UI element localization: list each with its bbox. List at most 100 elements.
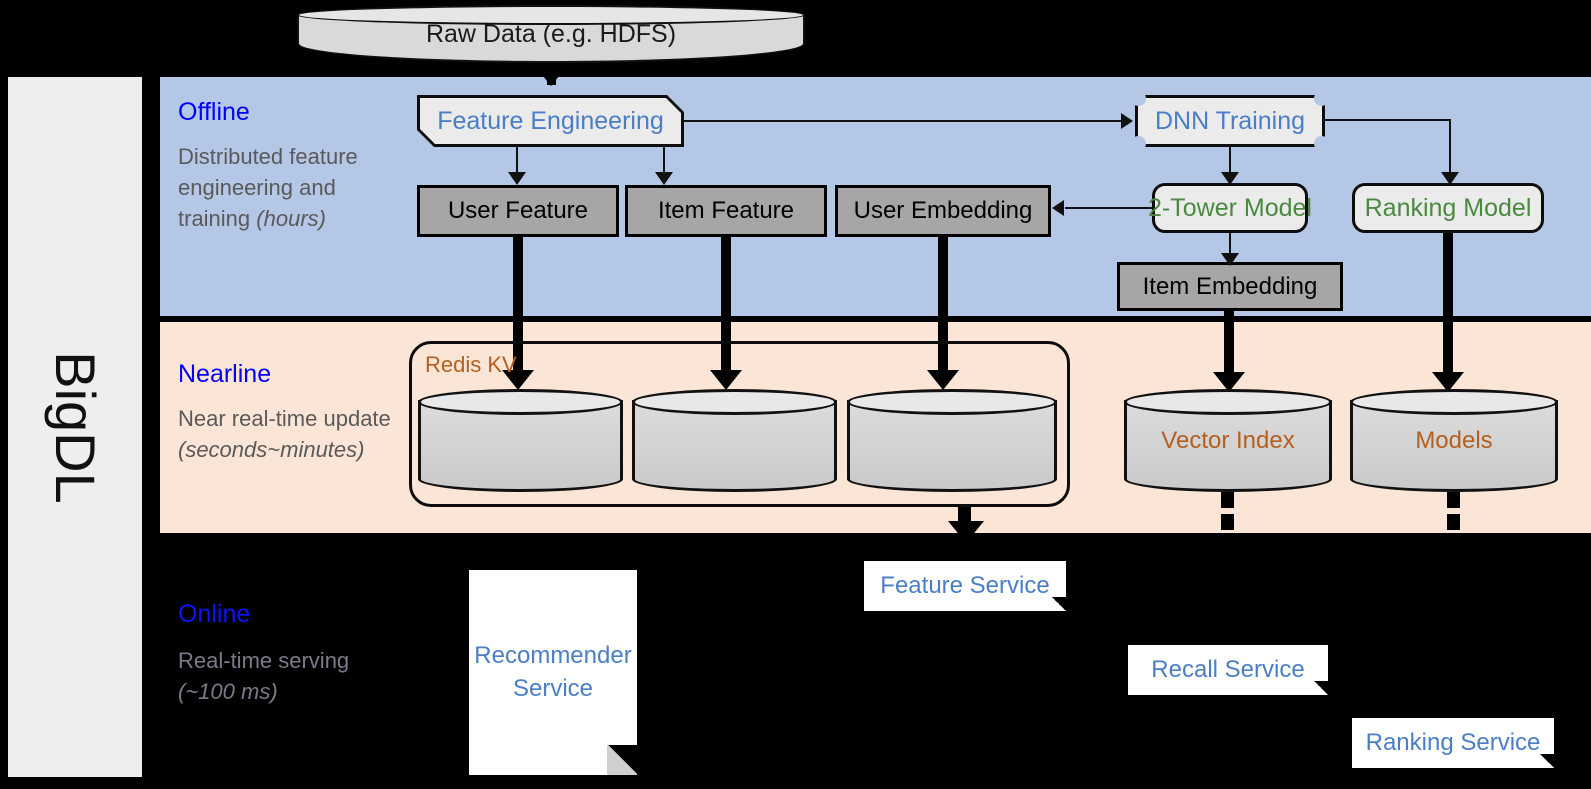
user-feature-box[interactable]: User Feature <box>417 185 619 237</box>
feature-engineering-label: Feature Engineering <box>420 98 681 144</box>
online-title: Online <box>178 600 251 628</box>
page-fold-icon <box>607 745 637 775</box>
pipe-itemfeature-store <box>721 237 731 383</box>
item-feature-box[interactable]: Item Feature <box>625 185 827 237</box>
item-embedding-box[interactable]: Item Embedding <box>1117 262 1343 311</box>
user-embedding-box[interactable]: User Embedding <box>835 185 1051 237</box>
arrowhead-fe-userfeature <box>508 172 526 185</box>
arrowhead-itemfeature-store <box>710 370 742 390</box>
cylinder-body <box>1350 400 1558 492</box>
dash-models-1 <box>1447 492 1460 508</box>
feature-engineering-box[interactable]: Feature Engineering <box>417 95 684 147</box>
card-notch-bl <box>1131 136 1146 151</box>
pipe-userfeature-store <box>513 237 523 383</box>
connector-dnn-ranking-v <box>1449 119 1451 175</box>
feature-service-label: Feature Service <box>880 572 1050 599</box>
page-fold-icon <box>1052 597 1066 611</box>
ranking-model-box[interactable]: Ranking Model <box>1352 183 1544 233</box>
arrowhead-fe-itemfeature <box>655 172 673 185</box>
connector-dnn-twotower <box>1229 147 1231 175</box>
dash-models-2 <box>1447 514 1460 530</box>
cylinder-top <box>418 389 623 415</box>
arrowhead-itemembedding-vectorindex <box>1213 372 1245 392</box>
user-embedding-store-cylinder[interactable] <box>847 389 1057 492</box>
vector-index-label: Vector Index <box>1161 426 1295 454</box>
arrowhead-userfeature-store <box>502 370 534 390</box>
cylinder-body <box>632 400 837 492</box>
offline-description: Distributed feature engineering and trai… <box>178 141 408 235</box>
dnn-training-box[interactable]: DNN Training <box>1131 91 1329 151</box>
user-embedding-store-label <box>847 389 1057 492</box>
item-embedding-label: Item Embedding <box>1142 272 1318 300</box>
cylinder-top <box>1124 389 1332 415</box>
arrowhead-rawdata-fe <box>535 66 567 86</box>
bigdl-rail: BigDL <box>8 77 142 777</box>
nearline-description: Near real-time update (seconds~minutes) <box>178 403 408 465</box>
dash-vectorindex-2 <box>1221 514 1234 530</box>
pipe-rankingmodel-models <box>1443 233 1453 385</box>
cylinder-body <box>847 400 1057 492</box>
cylinder-top <box>1350 389 1558 415</box>
card-notch-tl <box>1131 91 1146 106</box>
card-notch-tr <box>1314 91 1329 106</box>
recommender-service-note[interactable]: Recommender Service <box>469 570 637 775</box>
redis-kv-label: Redis KV <box>425 352 517 377</box>
models-cylinder[interactable]: Models <box>1350 389 1558 492</box>
arrowhead-fe-dnn <box>1121 113 1133 129</box>
offline-desc-italic: (hours) <box>256 206 326 232</box>
cylinder-top <box>847 389 1057 415</box>
arrowhead-dnn-ranking <box>1441 172 1459 185</box>
pipe-itemembedding-vectorindex <box>1224 311 1234 385</box>
connector-fe-itemfeature <box>663 147 665 175</box>
cylinder-top <box>297 5 805 25</box>
bigdl-label: BigDL <box>8 77 142 777</box>
ranking-service-label: Ranking Service <box>1365 729 1541 756</box>
cylinder-top <box>632 389 837 415</box>
nearline-title: Nearline <box>178 360 272 388</box>
user-feature-label: User Feature <box>447 197 589 224</box>
offline-title: Offline <box>178 98 250 126</box>
recall-service-note[interactable]: Recall Service <box>1128 645 1328 695</box>
user-feature-store-cylinder[interactable] <box>418 389 623 492</box>
models-label: Models <box>1415 426 1493 454</box>
raw-data-cylinder: Raw Data (e.g. HDFS) <box>297 5 805 63</box>
redis-kv-group <box>409 341 1070 507</box>
two-tower-model-label: 2-Tower Model <box>1148 193 1312 222</box>
recommender-service-label: Recommender Service <box>474 642 632 702</box>
user-embedding-label: User Embedding <box>853 197 1033 224</box>
dnn-training-label: DNN Training <box>1138 98 1322 144</box>
connector-twotower-userembedding <box>1065 207 1153 209</box>
connector-fe-userfeature <box>516 147 518 175</box>
two-tower-model-box[interactable]: 2-Tower Model <box>1148 183 1312 233</box>
card-notch-br <box>1314 136 1329 151</box>
item-feature-store-cylinder[interactable] <box>632 389 837 492</box>
vector-index-cylinder[interactable]: Vector Index <box>1124 389 1332 492</box>
pipe-userembedding-store <box>938 237 948 383</box>
arrowhead-twotower-userembedding <box>1052 200 1064 216</box>
online-desc-italic: (~100 ms) <box>178 679 278 705</box>
arrowhead-dnn-twotower <box>1221 172 1239 185</box>
feature-service-note[interactable]: Feature Service <box>864 561 1066 611</box>
item-feature-store-label <box>632 389 837 492</box>
dash-vectorindex-1 <box>1221 492 1234 508</box>
item-feature-label: Item Feature <box>657 197 795 224</box>
recall-service-label: Recall Service <box>1151 656 1305 683</box>
online-desc-normal: Real-time serving <box>178 648 350 673</box>
cylinder-body <box>418 400 623 492</box>
arrowhead-redis-featureservice <box>948 521 984 543</box>
cylinder-body <box>1124 400 1332 492</box>
online-description: Real-time serving (~100 ms) <box>178 645 408 707</box>
connector-redis-featureservice <box>958 507 971 523</box>
nearline-desc-italic: (seconds~minutes) <box>178 437 365 463</box>
arrowhead-rankingmodel-models <box>1432 372 1464 392</box>
raw-data-label: Raw Data (e.g. HDFS) <box>425 19 677 48</box>
ranking-service-note[interactable]: Ranking Service <box>1352 718 1554 768</box>
offline-desc-normal: Distributed feature engineering and trai… <box>178 144 358 232</box>
bigdl-text: BigDL <box>43 350 107 504</box>
page-fold-icon <box>1314 681 1328 695</box>
page-fold-icon <box>1540 754 1554 768</box>
connector-fe-dnn <box>684 120 1124 122</box>
connector-dnn-ranking-h <box>1325 119 1451 121</box>
arrowhead-twotower-itemembedding <box>1221 253 1239 266</box>
